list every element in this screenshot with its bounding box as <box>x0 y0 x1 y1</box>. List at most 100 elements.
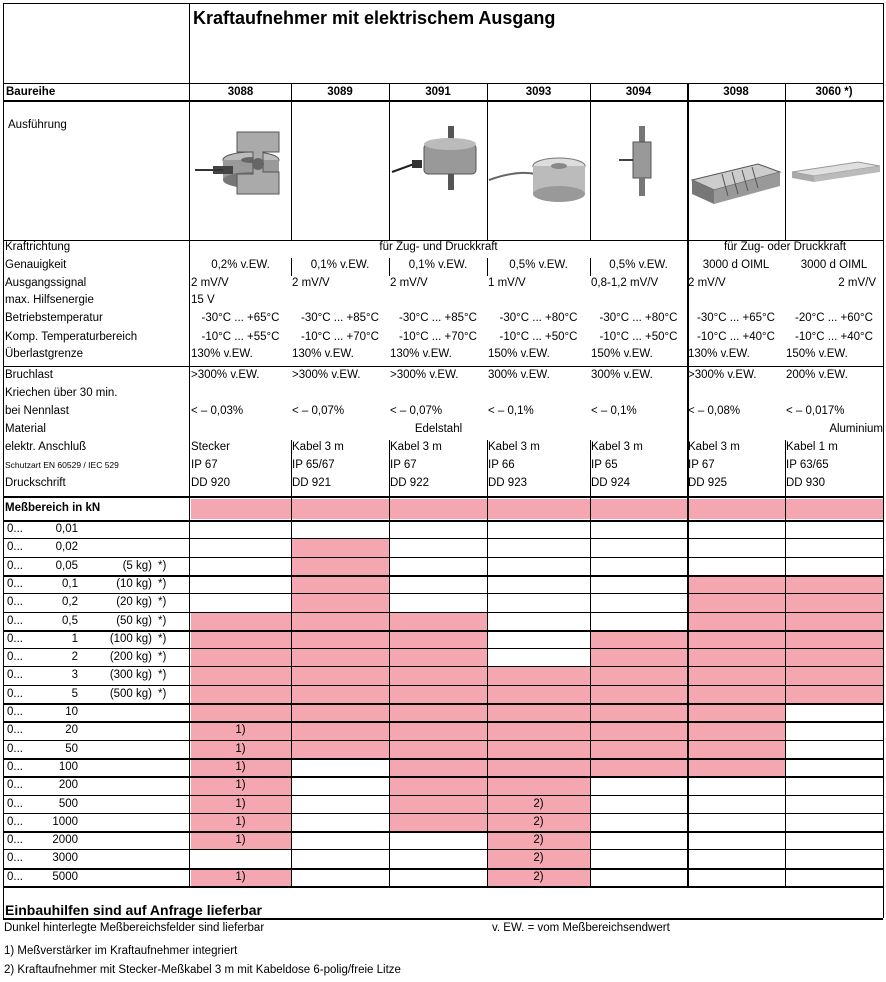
spec-value-9-1: < – 0,07% <box>292 405 345 417</box>
range-cell-19-0 <box>191 869 291 886</box>
range-cell-18-3 <box>488 850 590 868</box>
range-value-9: 5 <box>71 688 78 700</box>
range-star-9: *) <box>158 688 167 700</box>
spec-value-9-0: < – 0,03% <box>191 405 244 417</box>
footer-dark-fields: Dunkel hinterlegte Meßbereichsfelder sin… <box>4 922 265 934</box>
range-cell-8-4 <box>591 667 687 685</box>
spec-label-2: Ausgangssignal <box>5 277 87 289</box>
range-cell-13-0 <box>191 759 291 776</box>
spec-value-1-6: 3000 d OIML <box>800 259 868 271</box>
range-note-16-3: 2) <box>533 816 544 828</box>
range-header-fill-2 <box>390 499 487 519</box>
grid-line-v <box>389 440 390 496</box>
grid-line-h <box>3 538 883 539</box>
series-3: 3093 <box>525 86 552 98</box>
spec-value-10-6: Aluminium <box>829 423 883 435</box>
spec-label-4: Betriebstemperatur <box>5 312 103 324</box>
spec-label-8: Kriechen über 30 min. <box>5 387 118 399</box>
range-value-15: 500 <box>58 798 78 810</box>
spec-value-7-5: >300% v.EW. <box>688 369 757 381</box>
spec-value-13-0: DD 920 <box>191 477 230 489</box>
range-prefix-16: 0... <box>7 816 23 828</box>
range-value-10: 10 <box>65 706 78 718</box>
range-value-7: 2 <box>71 651 78 663</box>
spec-value-12-0: IP 67 <box>191 459 218 471</box>
range-prefix-2: 0... <box>7 560 23 572</box>
footer-note-2: 2) Kraftaufnehmer mit Stecker-Meßkabel 3… <box>4 964 401 976</box>
spec-value-3-0: 15 V <box>191 294 215 306</box>
range-cell-15-2 <box>390 796 487 813</box>
range-header-fill-3 <box>488 499 590 519</box>
range-cell-1-1 <box>292 539 389 557</box>
spec-value-11-2: Kabel 3 m <box>390 441 442 453</box>
spec-value-12-5: IP 67 <box>688 459 715 471</box>
series-6: 3060 *) <box>815 86 853 98</box>
spec-value-12-1: IP 65/67 <box>292 459 335 471</box>
range-prefix-5: 0... <box>7 615 23 627</box>
spec-label-9: bei Nennlast <box>5 405 69 417</box>
range-kg-3: (10 kg) <box>116 578 152 590</box>
grid-line-h <box>3 83 883 84</box>
range-prefix-18: 0... <box>7 852 23 864</box>
spec-value-11-4: Kabel 3 m <box>591 441 643 453</box>
range-value-1: 0,02 <box>55 541 78 553</box>
spec-value-7-2: >300% v.EW. <box>390 369 459 381</box>
grid-line-v <box>291 258 292 276</box>
spec-value-12-6: IP 63/65 <box>786 459 829 471</box>
grid-line-v <box>883 3 884 918</box>
range-star-4: *) <box>158 596 167 608</box>
spec-value-5-0: -10°C ... +55°C <box>201 331 280 343</box>
series-1: 3089 <box>327 86 353 98</box>
range-prefix-15: 0... <box>7 798 23 810</box>
range-prefix-6: 0... <box>7 633 23 645</box>
range-cell-13-3 <box>488 759 590 776</box>
spec-value-11-6: Kabel 1 m <box>786 441 838 453</box>
series-4: 3094 <box>625 86 652 98</box>
range-kg-5: (50 kg) <box>116 615 152 627</box>
grid-line-v <box>487 498 488 886</box>
spec-value-2-0: 2 mV/V <box>191 277 229 289</box>
range-value-4: 0,2 <box>62 596 78 608</box>
range-cell-7-5 <box>688 649 785 666</box>
spec-value-1-2: 0,1% v.EW. <box>408 259 468 271</box>
grid-line-h <box>3 100 883 102</box>
spec-value-7-6: 200% v.EW. <box>786 369 848 381</box>
grid-line-v <box>590 83 591 240</box>
spec-value-6-1: 130% v.EW. <box>292 348 354 360</box>
spec-value-5-2: -10°C ... +70°C <box>399 331 477 343</box>
range-cell-15-0 <box>191 796 291 813</box>
grid-line-v <box>291 440 292 496</box>
spec-value-12-4: IP 65 <box>591 459 618 471</box>
series-0: 3088 <box>227 86 254 98</box>
load-cell-3089-photo <box>197 122 287 207</box>
spec-value-13-3: DD 923 <box>488 477 527 489</box>
range-kg-2: (5 kg) <box>122 560 152 572</box>
spec-value-11-1: Kabel 3 m <box>292 441 344 453</box>
range-value-3: 0,1 <box>62 578 78 590</box>
range-header-fill-6 <box>786 499 883 519</box>
range-cell-8-6 <box>786 667 883 685</box>
spec-value-2-3: 1 mV/V <box>488 277 526 289</box>
range-kg-6: (100 kg) <box>109 633 152 645</box>
grid-line-h <box>3 612 883 613</box>
range-cell-7-6 <box>786 649 883 666</box>
spec-value-12-2: IP 67 <box>390 459 417 471</box>
spec-value-6-6: 150% v.EW. <box>786 348 848 360</box>
range-kg-7: (200 kg) <box>109 651 152 663</box>
grid-line-h <box>3 593 883 594</box>
grid-line-v <box>291 498 292 886</box>
grid-line-h <box>3 758 883 760</box>
range-prefix-11: 0... <box>7 724 23 736</box>
range-cell-9-4 <box>591 686 687 703</box>
spec-value-13-6: DD 930 <box>786 477 825 489</box>
range-note-18-3: 2) <box>533 852 544 864</box>
grid-line-h <box>3 575 883 577</box>
grid-line-h <box>3 3 883 4</box>
grid-line-v <box>189 3 190 886</box>
range-cell-10-2 <box>390 704 487 721</box>
range-cell-8-0 <box>191 667 291 685</box>
grid-line-v <box>687 440 688 496</box>
grid-line-v <box>590 498 591 886</box>
range-prefix-10: 0... <box>7 706 23 718</box>
range-value-16: 1000 <box>52 816 78 828</box>
